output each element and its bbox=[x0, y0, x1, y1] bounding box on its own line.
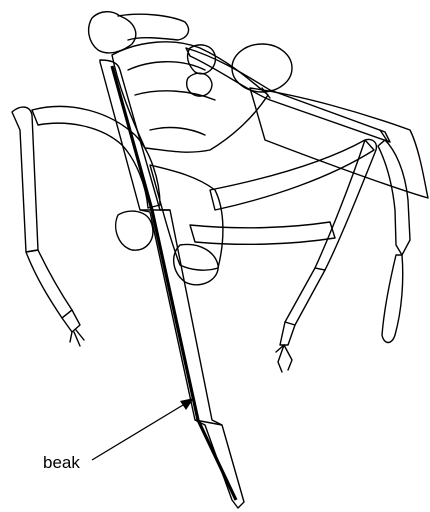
ocellus bbox=[187, 73, 212, 96]
front-leg-left-tarsus bbox=[62, 310, 80, 332]
middle-leg-left-femur bbox=[32, 106, 160, 208]
callout-arrow-line bbox=[92, 402, 188, 460]
thorax-detail bbox=[128, 62, 215, 135]
beak-callout: beak bbox=[43, 398, 194, 472]
head bbox=[89, 12, 136, 53]
front-leg-right-femur bbox=[190, 222, 335, 244]
front-leg-left-claw bbox=[70, 330, 84, 346]
front-leg-left-tibia bbox=[26, 250, 72, 318]
front-leg-left-femur bbox=[12, 107, 38, 252]
middle-leg-right-tarsus bbox=[280, 268, 325, 345]
hind-leg-tibia bbox=[382, 255, 403, 343]
head-segment bbox=[118, 14, 189, 40]
beak-label: beak bbox=[43, 453, 80, 472]
coxa-left bbox=[116, 211, 153, 250]
hind-leg-femur bbox=[378, 140, 410, 255]
beak-center-line bbox=[112, 66, 236, 500]
middle-leg-right-claw bbox=[276, 345, 292, 372]
wing bbox=[250, 88, 428, 198]
antenna-joint bbox=[262, 88, 388, 142]
